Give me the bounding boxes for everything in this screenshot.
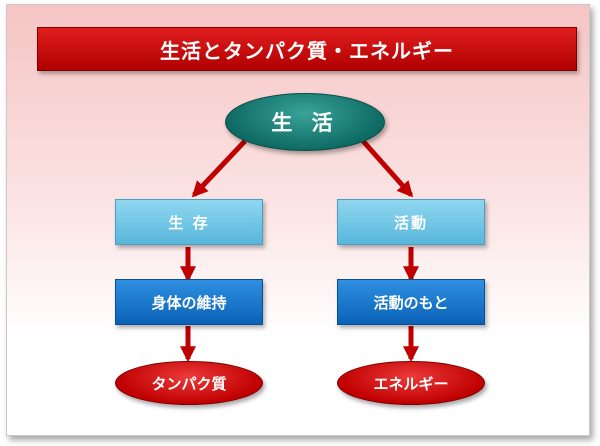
left-level3-label: タンパク質 — [151, 374, 227, 393]
root-node-label: 生 活 — [271, 111, 339, 135]
left-level2-node: 身体の維持 — [115, 279, 263, 325]
right-level1-label: 活動 — [393, 213, 428, 232]
root-node: 生 活 — [225, 93, 385, 151]
right-level3-node: エネルギー — [337, 361, 485, 405]
slide: 生活とタンパク質・エネルギー 生 活 生 存 活動 身体の維持 活動のもと タン… — [6, 4, 590, 436]
arrow-root-to-right — [361, 139, 414, 198]
right-level3-label: エネルギー — [373, 374, 449, 393]
right-level2-label: 活動のもと — [373, 293, 449, 312]
left-level3-node: タンパク質 — [115, 361, 263, 405]
title-text: 生活とタンパク質・エネルギー — [160, 38, 454, 63]
arrow-root-to-left — [191, 139, 247, 198]
left-level1-node: 生 存 — [115, 199, 263, 245]
arrow-connectors — [179, 139, 420, 363]
right-level1-node: 活動 — [337, 199, 485, 245]
left-level1-label: 生 存 — [168, 213, 210, 232]
title-banner: 生活とタンパク質・エネルギー — [37, 27, 577, 71]
left-level2-label: 身体の維持 — [151, 293, 227, 312]
right-level2-node: 活動のもと — [337, 279, 485, 325]
